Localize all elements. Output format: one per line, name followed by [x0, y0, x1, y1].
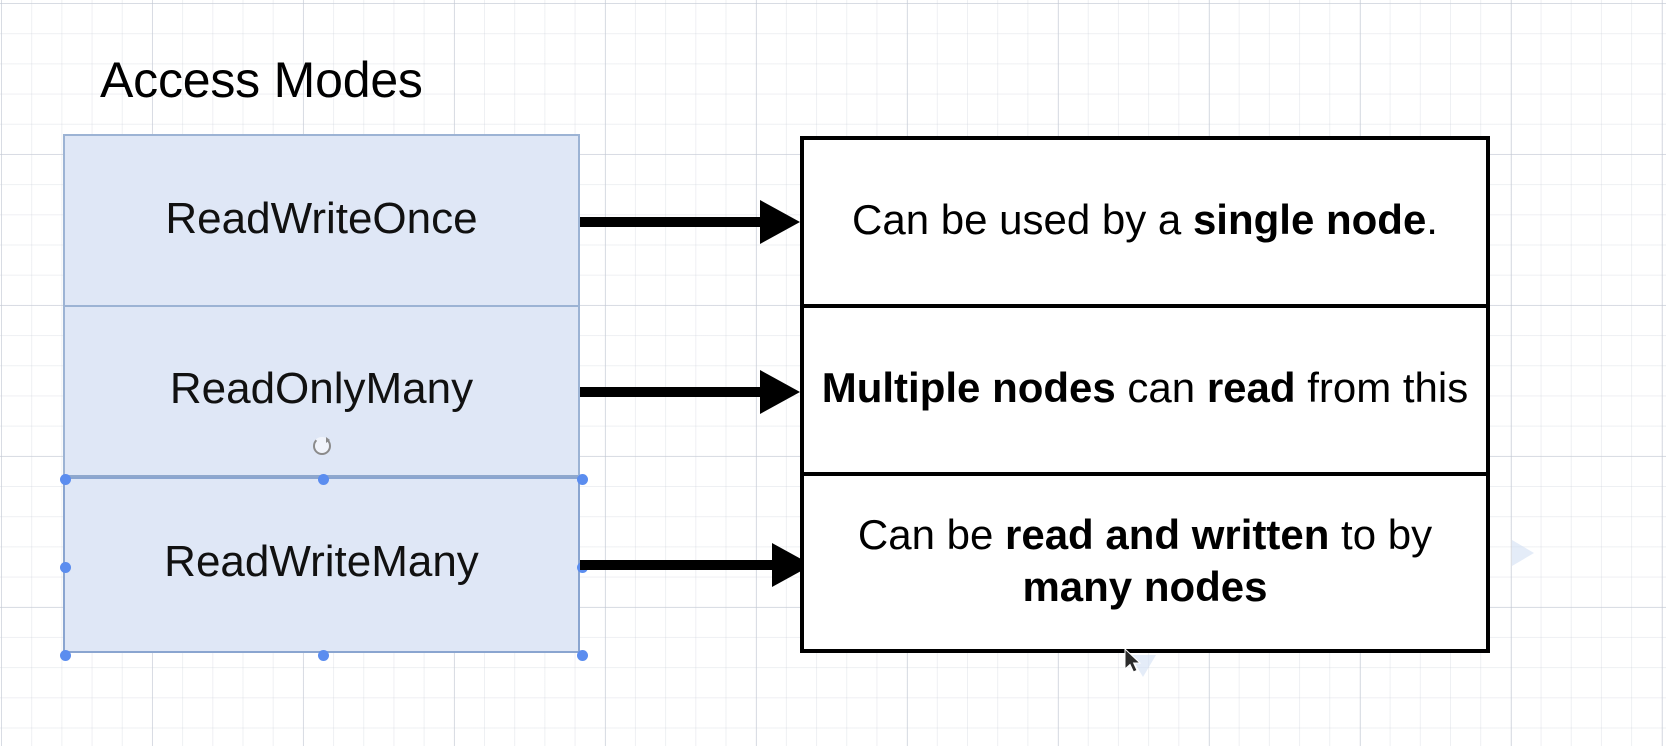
- plain-text: from this: [1295, 364, 1469, 411]
- plain-text: .: [1426, 196, 1438, 243]
- description-text: Can be used by a single node.: [852, 194, 1438, 246]
- plain-text: to by: [1329, 510, 1433, 558]
- rotate-handle-icon[interactable]: [313, 437, 331, 455]
- connection-hint-right-icon[interactable]: [1512, 540, 1534, 566]
- description-plain-0: Can be used by a single node.: [852, 196, 1438, 243]
- access-mode-label: ReadWriteMany: [164, 537, 479, 586]
- arrow-head-icon: [760, 200, 800, 244]
- plain-text: can: [1115, 364, 1207, 411]
- access-modes-table[interactable]: ReadWriteOnce ReadOnlyMany ReadWriteMany: [63, 134, 580, 653]
- description-plain-1: Multiple nodes can read from this: [822, 364, 1468, 411]
- plain-text: Can be: [857, 510, 1005, 558]
- emphasis-text: read and written: [1004, 510, 1330, 558]
- page-title[interactable]: Access Modes: [100, 52, 423, 108]
- description-text: Can be read and written to by many nodes: [818, 509, 1472, 613]
- table-row[interactable]: Can be read and written to by many nodes: [804, 476, 1486, 649]
- emphasis-text: single node: [1192, 196, 1427, 243]
- arrow-shaft: [580, 387, 762, 397]
- arrow-shaft: [580, 560, 774, 570]
- description-plain-2: Can be read and written to by many nodes: [858, 511, 1432, 610]
- access-mode-label: ReadOnlyMany: [169, 364, 474, 413]
- table-row[interactable]: ReadWriteMany: [65, 477, 578, 651]
- emphasis-text: many nodes: [1022, 562, 1268, 610]
- plain-text: Can be used by a: [852, 196, 1193, 243]
- emphasis-text: read: [1206, 364, 1296, 411]
- table-row[interactable]: Multiple nodes can read from this: [804, 308, 1486, 476]
- table-row[interactable]: Can be used by a single node.: [804, 140, 1486, 308]
- mouse-cursor-icon: [1124, 648, 1142, 673]
- emphasis-text: Multiple nodes: [821, 364, 1116, 411]
- arrow-head-icon: [760, 370, 800, 414]
- arrow-shaft: [580, 217, 762, 227]
- descriptions-table[interactable]: Can be used by a single node. Multiple n…: [800, 136, 1490, 653]
- table-row[interactable]: ReadWriteOnce: [65, 136, 578, 307]
- description-text: Multiple nodes can read from this: [822, 362, 1468, 414]
- access-mode-label: ReadWriteOnce: [165, 193, 478, 243]
